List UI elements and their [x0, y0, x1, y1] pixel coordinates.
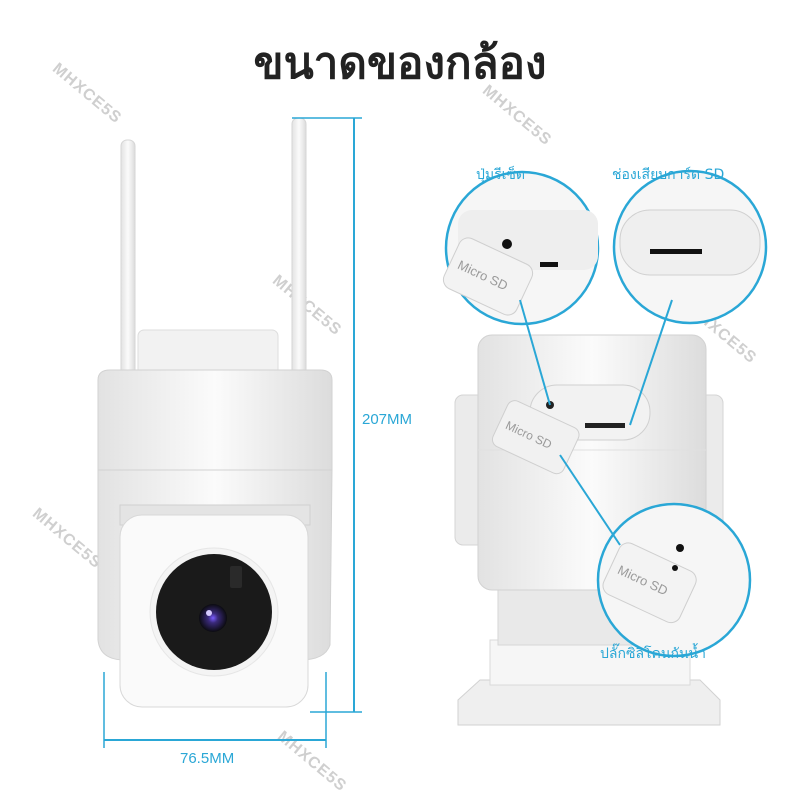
- height-dimension-label: 207MM: [362, 411, 413, 428]
- sd-slot-label: ช่องเสียบการ์ด SD: [612, 167, 725, 183]
- page-title: ขนาดของกล้อง: [253, 38, 547, 89]
- waterproof-plug-label: ปลั๊กซิลิโคนกันน้ำ: [600, 646, 706, 662]
- width-dimension-label: 76.5MM: [180, 750, 235, 767]
- reset-button-label: ปุ่มรีเซ็ต: [476, 167, 526, 183]
